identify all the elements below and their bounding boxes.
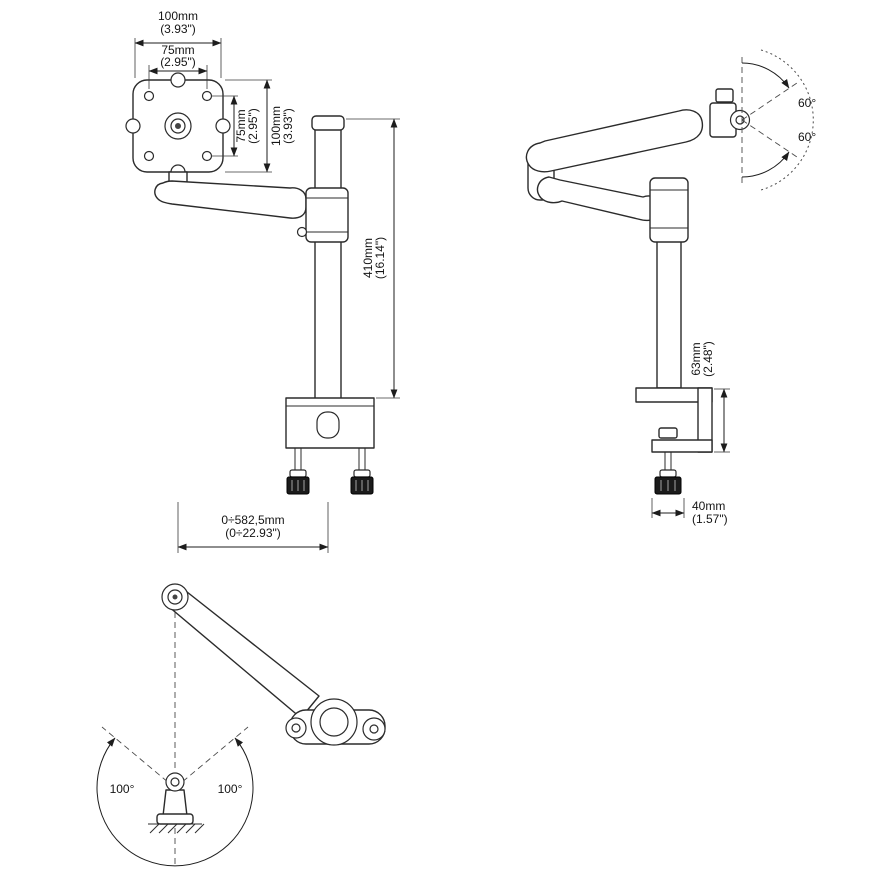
- vesa-hole: [143, 90, 155, 102]
- dim-label: 0÷582,5mm: [221, 513, 284, 527]
- dim-label: 40mm: [692, 499, 725, 513]
- dim-vesa-width-outer: 100mm (3.93"): [134, 9, 222, 78]
- tilt-arc-down: [741, 151, 790, 178]
- dim-label: (2.95"): [160, 55, 196, 69]
- upper-arm: [525, 109, 704, 173]
- scallop-top: [170, 72, 186, 88]
- dim-label: (3.93"): [281, 108, 295, 144]
- desk-clamp-side: [635, 387, 713, 495]
- clamp-screw-left: [286, 448, 310, 495]
- tilt-ray-up: [741, 80, 801, 121]
- desk-clamp-front: [285, 397, 375, 495]
- dim-reach: 0÷582,5mm (0÷22.93"): [177, 502, 329, 553]
- screen-sweep-arc: [760, 49, 814, 191]
- clamp-slot: [316, 411, 340, 439]
- swivel-left-label: 100°: [110, 782, 135, 796]
- dim-label: (16.14"): [373, 237, 387, 279]
- vesa-hole: [201, 150, 213, 162]
- tilt-ray-down: [741, 119, 801, 160]
- vesa-plate: [125, 72, 231, 180]
- dim-label: 63mm: [689, 342, 703, 375]
- dim-label: 75mm: [234, 109, 248, 142]
- clamp-bottom-jaw: [651, 439, 713, 453]
- lower-arm: [536, 176, 662, 222]
- head-top-block: [715, 88, 734, 103]
- dim-label: 410mm: [361, 238, 375, 278]
- arm-body: [154, 180, 307, 219]
- dim-clamp-depth: 63mm (2.48"): [689, 341, 730, 453]
- pole-collar: [305, 187, 349, 243]
- base-plate: [156, 813, 194, 825]
- vesa-hole: [143, 150, 155, 162]
- dim-vesa-height-inner: 75mm (2.95"): [211, 95, 260, 157]
- dim-label: (0÷22.93"): [225, 526, 281, 540]
- dim-pole-height: 410mm (16.14"): [346, 118, 400, 399]
- pole-side: [656, 237, 682, 389]
- dim-label: (2.48"): [701, 341, 715, 377]
- base-column: [162, 789, 188, 817]
- swivel-ray-right: [174, 726, 249, 789]
- monitor-arm-front: [154, 171, 349, 243]
- dim-label: 100mm: [269, 106, 283, 146]
- swivel-arc: [96, 737, 254, 867]
- upper-arm-top: [167, 587, 320, 719]
- ground-hatching: [148, 823, 205, 834]
- tilt-range-indicator: 60° 60°: [741, 49, 816, 191]
- clamp-pad: [658, 427, 678, 439]
- pole-collar-side: [649, 177, 689, 243]
- monitor-arm-top: [161, 583, 386, 746]
- vesa-hole: [201, 90, 213, 102]
- top-view: 100° 100°: [96, 583, 386, 867]
- dim-label: (2.95"): [246, 108, 260, 144]
- dim-vesa-width-inner: 75mm (2.95"): [148, 43, 208, 89]
- side-view: 60° 60° 63mm (2.48"): [525, 49, 816, 526]
- dim-clamp-width: 40mm (1.57"): [651, 498, 728, 526]
- dim-label: (3.93"): [160, 22, 196, 36]
- front-view: 100mm (3.93") 75mm (2.95") 75mm (2.95") …: [125, 9, 400, 553]
- dim-label: 100mm: [158, 9, 198, 23]
- tilt-up-label: 60°: [798, 96, 816, 110]
- dim-label: 75mm: [161, 43, 194, 57]
- vesa-head-side: [709, 88, 751, 138]
- tilt-down-label: 60°: [798, 130, 816, 144]
- clamp-screw-right: [350, 448, 374, 495]
- adjust-screw: [296, 226, 308, 238]
- tilt-arc-up: [741, 62, 790, 89]
- monitor-arm-side: [525, 109, 704, 243]
- scallop-right: [215, 118, 231, 134]
- swivel-ray-left: [101, 726, 176, 789]
- pole-front: [311, 115, 345, 403]
- dim-vesa-height-outer: 100mm (3.93"): [225, 79, 295, 173]
- pole-cap: [311, 115, 345, 131]
- swivel-right-label: 100°: [218, 782, 243, 796]
- scallop-left: [125, 118, 141, 134]
- base-top: [148, 772, 205, 834]
- dim-label: (1.57"): [692, 512, 728, 526]
